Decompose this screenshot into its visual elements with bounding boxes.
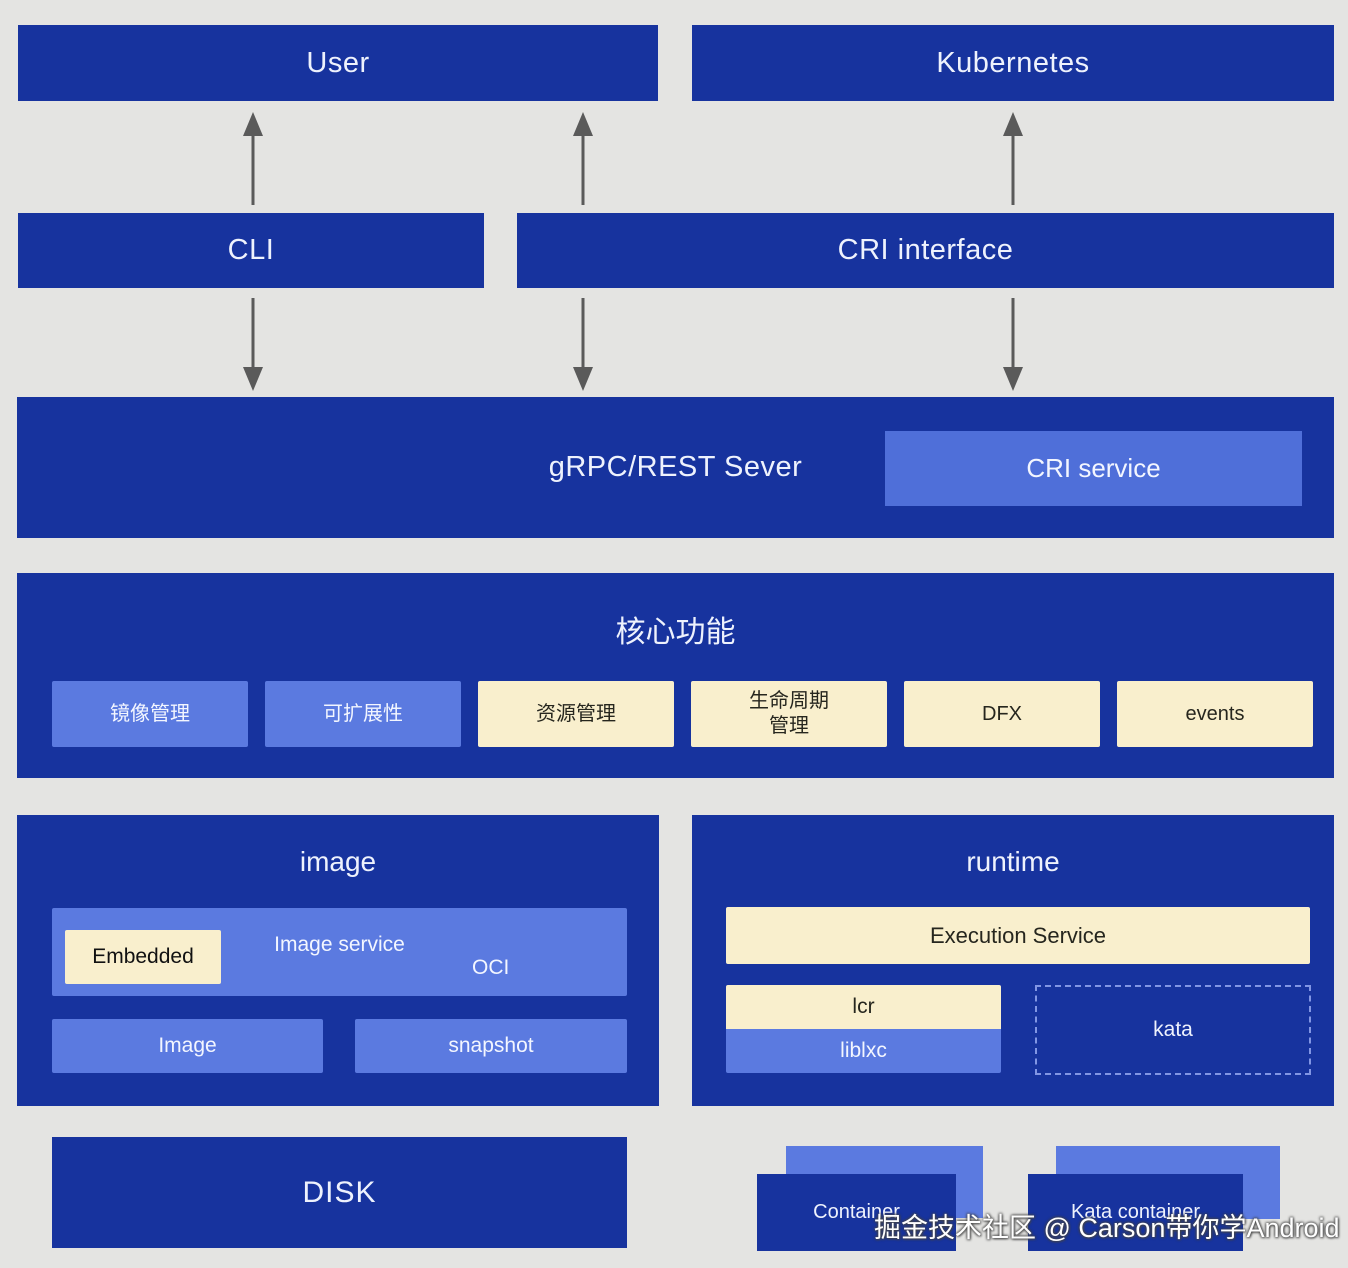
chip-lifecycle-management: 生命周期 管理	[691, 681, 887, 747]
grpc-rest-server-label: gRPC/REST Sever	[548, 451, 803, 483]
cri-service-box: CRI service	[885, 431, 1302, 506]
disk-box: DISK	[52, 1137, 627, 1248]
core-functions-title: 核心功能	[615, 616, 736, 649]
cli-box: CLI	[18, 213, 484, 288]
arrow-up-icon	[1003, 112, 1023, 205]
snapshot-box: snapshot	[355, 1019, 627, 1073]
container-box: Container	[757, 1174, 956, 1251]
arrow-up-icon	[243, 112, 263, 205]
chip-dfx: DFX	[904, 681, 1100, 747]
arrow-down-icon	[573, 298, 593, 391]
execution-service-box: Execution Service	[726, 907, 1310, 964]
oci-label: OCI	[472, 956, 510, 979]
lcr-box: lcr	[726, 985, 1001, 1029]
arrow-down-icon	[1003, 298, 1023, 391]
kubernetes-box: Kubernetes	[692, 25, 1334, 101]
cri-interface-box: CRI interface	[517, 213, 1334, 288]
image-sub-box: Image	[52, 1019, 323, 1073]
kata-container-box: Kata container	[1028, 1174, 1243, 1251]
liblxc-box: liblxc	[726, 1029, 1001, 1073]
chip-resource-management: 资源管理	[478, 681, 674, 747]
arrow-down-icon	[243, 298, 263, 391]
chip-events: events	[1117, 681, 1313, 747]
chip-extensibility: 可扩展性	[265, 681, 461, 747]
image-service-box: Image service OCI Embedded	[52, 908, 627, 996]
image-module-title: image	[299, 846, 377, 877]
kata-box: kata	[1035, 985, 1311, 1075]
grpc-rest-server-box: gRPC/REST Sever CRI service	[17, 397, 1334, 538]
embedded-box: Embedded	[65, 930, 221, 984]
runtime-module-box: runtime Execution Service lcr liblxc kat…	[692, 815, 1334, 1106]
chip-image-management: 镜像管理	[52, 681, 248, 747]
image-service-label: Image service	[274, 933, 405, 956]
arrow-up-icon	[573, 112, 593, 205]
watermark: 掘金技术社区 @ Carson带你学Android	[874, 1213, 1340, 1243]
image-module-box: image Image service OCI Embedded Image s…	[17, 815, 659, 1106]
runtime-module-title: runtime	[966, 846, 1060, 877]
user-box: User	[18, 25, 658, 101]
core-functions-box: 核心功能 镜像管理 可扩展性 资源管理 生命周期 管理 DFX events	[17, 573, 1334, 778]
